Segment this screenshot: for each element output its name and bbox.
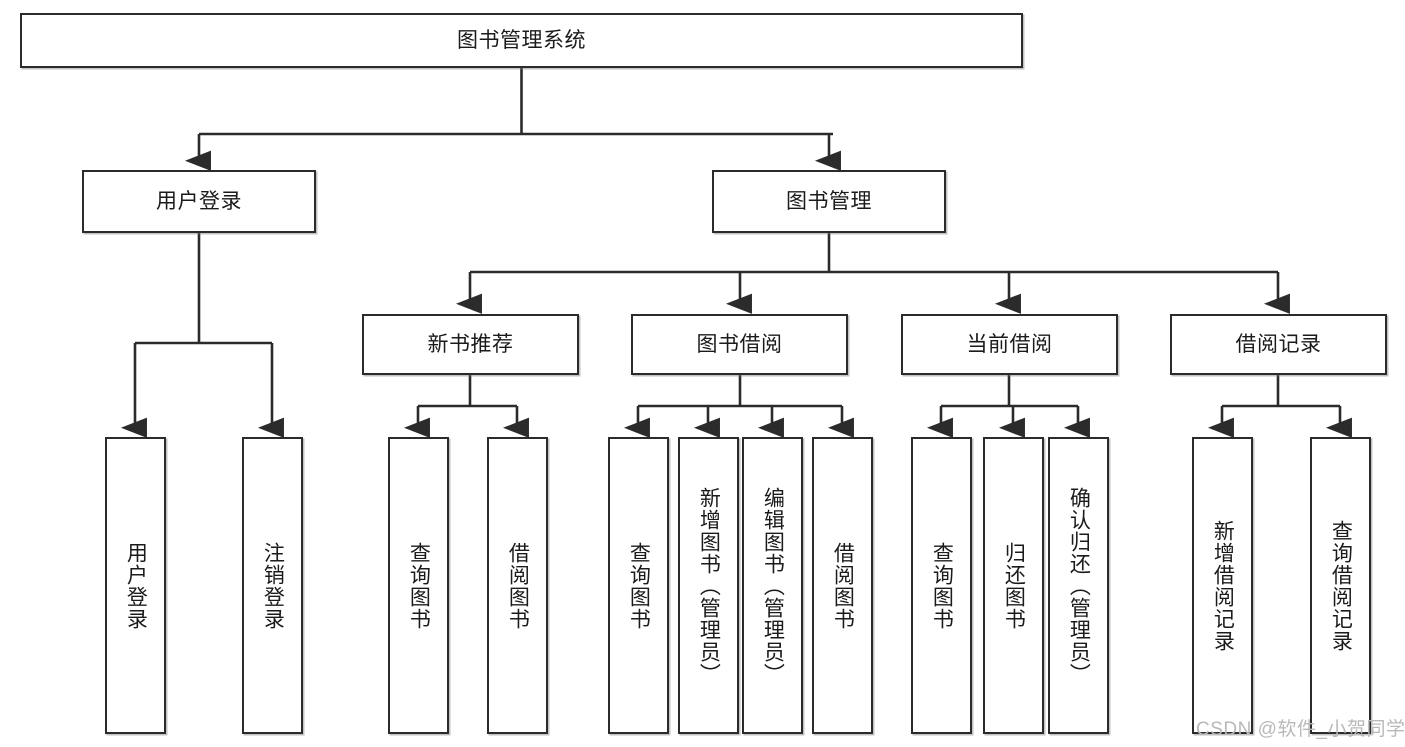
leaf-borrow-book-recommend-label: 借阅图书 bbox=[506, 541, 530, 630]
edge-root-to-level2 bbox=[184, 68, 841, 171]
leaf-borrow-book[interactable]: 借阅图书 bbox=[812, 437, 873, 734]
leaf-return-book-label: 归还图书 bbox=[1002, 541, 1026, 630]
edge-borrow-to-leaves bbox=[623, 375, 854, 438]
leaf-query-book-current-label: 查询图书 bbox=[930, 541, 954, 630]
node-book-management-label: 图书管理 bbox=[786, 189, 872, 213]
leaf-logout-label: 注销登录 bbox=[261, 541, 285, 630]
leaf-add-book-admin[interactable]: 新增图书（管理员） bbox=[678, 437, 739, 734]
node-new-book-recommend-label: 新书推荐 bbox=[427, 332, 514, 356]
leaf-query-borrow-record-label: 查询借阅记录 bbox=[1329, 519, 1353, 652]
node-borrow-record[interactable]: 借阅记录 bbox=[1170, 314, 1387, 375]
leaf-query-book-current[interactable]: 查询图书 bbox=[911, 437, 972, 734]
node-user-login-label: 用户登录 bbox=[156, 189, 242, 213]
leaf-borrow-book-recommend[interactable]: 借阅图书 bbox=[487, 437, 548, 734]
leaf-add-book-admin-label: 新增图书（管理员） bbox=[697, 486, 721, 685]
leaf-user-login-label: 用户登录 bbox=[124, 541, 148, 630]
node-current-borrow-label: 当前借阅 bbox=[966, 332, 1053, 356]
edge-records-to-leaves bbox=[1207, 375, 1352, 438]
leaf-query-book-recommend[interactable]: 查询图书 bbox=[388, 437, 449, 734]
node-new-book-recommend[interactable]: 新书推荐 bbox=[362, 314, 579, 375]
node-book-borrow-label: 图书借阅 bbox=[696, 332, 783, 356]
leaf-edit-book-admin[interactable]: 编辑图书（管理员） bbox=[742, 437, 803, 734]
leaf-query-book-borrow-label: 查询图书 bbox=[627, 541, 651, 630]
node-book-management[interactable]: 图书管理 bbox=[712, 170, 946, 233]
leaf-return-book[interactable]: 归还图书 bbox=[983, 437, 1044, 734]
edge-books-to-level3 bbox=[455, 233, 1290, 314]
leaf-add-borrow-record-label: 新增借阅记录 bbox=[1211, 519, 1235, 652]
leaf-confirm-return-admin-label: 确认归还（管理员） bbox=[1067, 486, 1091, 685]
edge-login-to-leaves bbox=[120, 233, 284, 438]
leaf-logout[interactable]: 注销登录 bbox=[242, 437, 303, 734]
leaf-user-login[interactable]: 用户登录 bbox=[105, 437, 166, 734]
leaf-edit-book-admin-label: 编辑图书（管理员） bbox=[761, 486, 785, 685]
leaf-add-borrow-record[interactable]: 新增借阅记录 bbox=[1192, 437, 1253, 734]
leaf-confirm-return-admin[interactable]: 确认归还（管理员） bbox=[1048, 437, 1109, 734]
leaf-borrow-book-label: 借阅图书 bbox=[831, 541, 855, 630]
node-root-label: 图书管理系统 bbox=[457, 28, 586, 52]
node-user-login[interactable]: 用户登录 bbox=[82, 170, 316, 233]
node-borrow-record-label: 借阅记录 bbox=[1235, 332, 1322, 356]
node-current-borrow[interactable]: 当前借阅 bbox=[901, 314, 1118, 375]
node-root[interactable]: 图书管理系统 bbox=[20, 13, 1023, 68]
node-book-borrow[interactable]: 图书借阅 bbox=[631, 314, 848, 375]
edge-newbooks-to-leaves bbox=[403, 375, 529, 438]
leaf-query-borrow-record[interactable]: 查询借阅记录 bbox=[1310, 437, 1371, 734]
leaf-query-book-recommend-label: 查询图书 bbox=[407, 541, 431, 630]
edge-current-to-leaves bbox=[926, 375, 1090, 438]
leaf-query-book-borrow[interactable]: 查询图书 bbox=[608, 437, 669, 734]
